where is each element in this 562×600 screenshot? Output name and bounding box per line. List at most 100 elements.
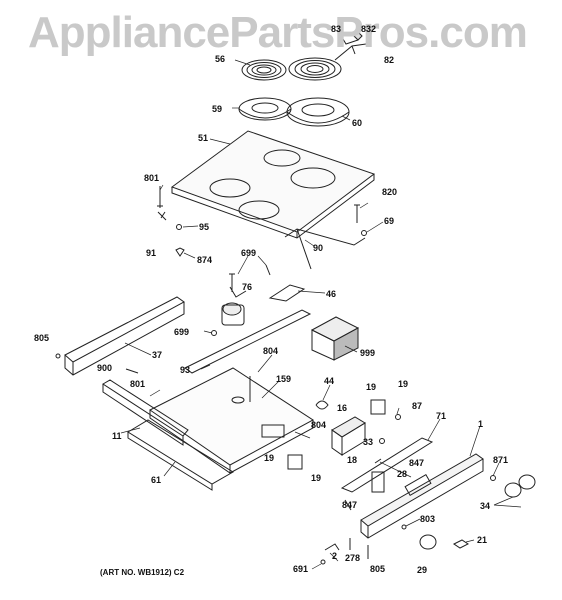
- callout-label: 16: [337, 403, 348, 413]
- callout-label: 832: [361, 24, 377, 34]
- side-trim-801: [102, 379, 189, 446]
- wire-90: [284, 228, 366, 246]
- callout-label: 93: [180, 365, 191, 375]
- channel-93: [184, 309, 312, 374]
- callout-label: 69: [384, 216, 395, 226]
- callout-label: 46: [326, 289, 337, 299]
- callout-label: 83: [331, 24, 342, 34]
- callout-label: 61: [151, 475, 162, 485]
- drip-pan-right: [286, 97, 350, 127]
- callout-label: 56: [215, 54, 226, 64]
- screw-820: [354, 204, 360, 223]
- bracket-28: [371, 471, 385, 493]
- foot-874: [175, 247, 185, 257]
- callout-label: 699: [241, 248, 257, 258]
- callout-label: 900: [97, 363, 113, 373]
- bracket-91: [157, 211, 167, 221]
- callout-label: 803: [420, 514, 436, 524]
- screw-805a: [55, 353, 61, 359]
- callout-label: 76: [242, 282, 253, 292]
- surface-element-right: [288, 31, 367, 81]
- art-number: (ART NO. WB1912) C2: [100, 568, 185, 577]
- cooktop: [170, 130, 376, 239]
- callout-label: 18: [347, 455, 358, 465]
- rail-37: [64, 296, 185, 376]
- switch-19a: [370, 399, 386, 415]
- screw-871: [490, 475, 496, 481]
- callout-label: 804: [311, 420, 327, 430]
- chassis-body: [149, 367, 314, 474]
- clip-69: [361, 230, 367, 236]
- callout-label: 691: [293, 564, 309, 574]
- trim-71: [340, 437, 434, 493]
- callout-label: 44: [324, 376, 335, 386]
- callout-label: 999: [360, 348, 376, 358]
- screw-803: [401, 524, 407, 530]
- terminal-block-999: [310, 316, 360, 361]
- screw-691: [320, 559, 326, 565]
- screw-699a: [229, 273, 235, 292]
- callout-label: 11: [112, 431, 122, 441]
- callout-label: 37: [152, 350, 163, 360]
- control-board-16: [331, 416, 366, 456]
- callout-label: 871: [493, 455, 509, 465]
- callout-label: 90: [313, 243, 324, 253]
- switch-19b: [287, 454, 303, 470]
- callout-label: 71: [436, 411, 447, 421]
- knob-34b: [518, 474, 536, 490]
- knob-29: [419, 534, 437, 550]
- screw-900: [125, 368, 139, 374]
- callout-label: 91: [146, 248, 157, 258]
- callout-label: 278: [345, 553, 361, 563]
- bracket-46: [268, 284, 306, 302]
- screw-699c: [265, 264, 271, 276]
- callout-label: 82: [384, 55, 395, 65]
- callout-label: 19: [311, 473, 322, 483]
- watermark: AppliancePartsPros.com: [28, 8, 528, 57]
- callout-label: 847: [342, 500, 358, 510]
- screw-847a: [374, 458, 382, 464]
- callout-label: 804: [263, 346, 279, 356]
- callout-label: 29: [417, 565, 428, 575]
- infinite-switch-76: [221, 286, 247, 326]
- knob-21: [453, 539, 469, 549]
- callout-label: 847: [409, 458, 425, 468]
- screw-847b: [344, 499, 352, 511]
- screw-87: [395, 414, 401, 420]
- callout-label: 95: [199, 222, 210, 232]
- callout-label: 19: [366, 382, 377, 392]
- callout-label: 2: [332, 551, 338, 561]
- surface-element-left: [241, 59, 287, 81]
- part-44: [315, 400, 329, 410]
- callout-label: 805: [370, 564, 386, 574]
- callout-label: 874: [197, 255, 213, 265]
- lower-panel-61: [127, 419, 234, 491]
- callout-label: 1: [478, 419, 484, 429]
- screw-33: [379, 438, 385, 444]
- knob-34a: [504, 482, 522, 498]
- leader-lines: [120, 59, 522, 570]
- control-panel-1: [360, 453, 484, 539]
- callout-label: 28: [397, 469, 408, 479]
- callout-label: 33: [363, 437, 374, 447]
- bracket-2: [324, 543, 340, 551]
- clip-95: [176, 224, 182, 230]
- callout-label: 51: [198, 133, 209, 143]
- callout-label: 60: [352, 118, 363, 128]
- callout-label: 34: [480, 501, 491, 511]
- callout-label: 21: [477, 535, 488, 545]
- callout-label: 801: [130, 379, 146, 389]
- screw-699b: [211, 330, 217, 336]
- callout-label: 159: [276, 374, 292, 384]
- callout-label: 801: [144, 173, 160, 183]
- callout-label: 87: [412, 401, 423, 411]
- callout-label: 805: [34, 333, 50, 343]
- drip-pan-left: [238, 97, 292, 121]
- callout-label: 59: [212, 104, 223, 114]
- wire-90-lead: [296, 228, 312, 270]
- callout-label: 19: [398, 379, 409, 389]
- screw-801: [157, 186, 163, 208]
- callout-label: 820: [382, 187, 398, 197]
